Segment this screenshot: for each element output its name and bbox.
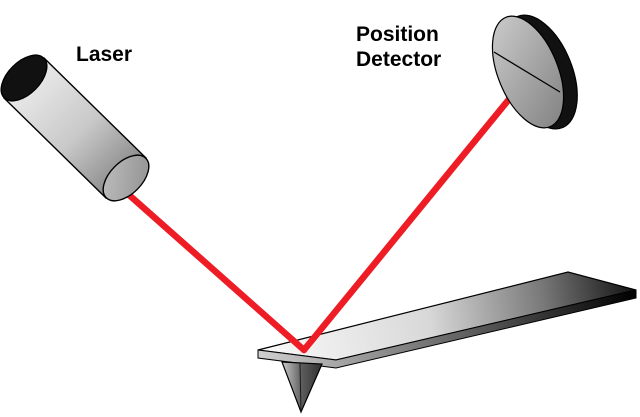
- incident-beam: [124, 190, 308, 354]
- laser-output-end: [102, 154, 150, 202]
- detector-split-line: [493, 51, 561, 93]
- laser-beam: [124, 72, 532, 354]
- detector-label-line1: Position: [356, 23, 439, 46]
- reflected-beam: [300, 72, 532, 354]
- detector-label-line2: Detector: [356, 48, 442, 71]
- cantilever-front-edge: [257, 289, 637, 369]
- cantilever: [257, 271, 637, 369]
- laser-aperture: [0, 54, 48, 102]
- probe-tip-icon: [281, 361, 323, 414]
- cantilever-top-surface: [257, 271, 637, 361]
- split-photodiode-icon: [491, 14, 578, 130]
- position-detector-label: Position Detector: [356, 22, 441, 72]
- laser-cylinder-icon: [0, 54, 150, 202]
- laser-label: Laser: [76, 43, 133, 66]
